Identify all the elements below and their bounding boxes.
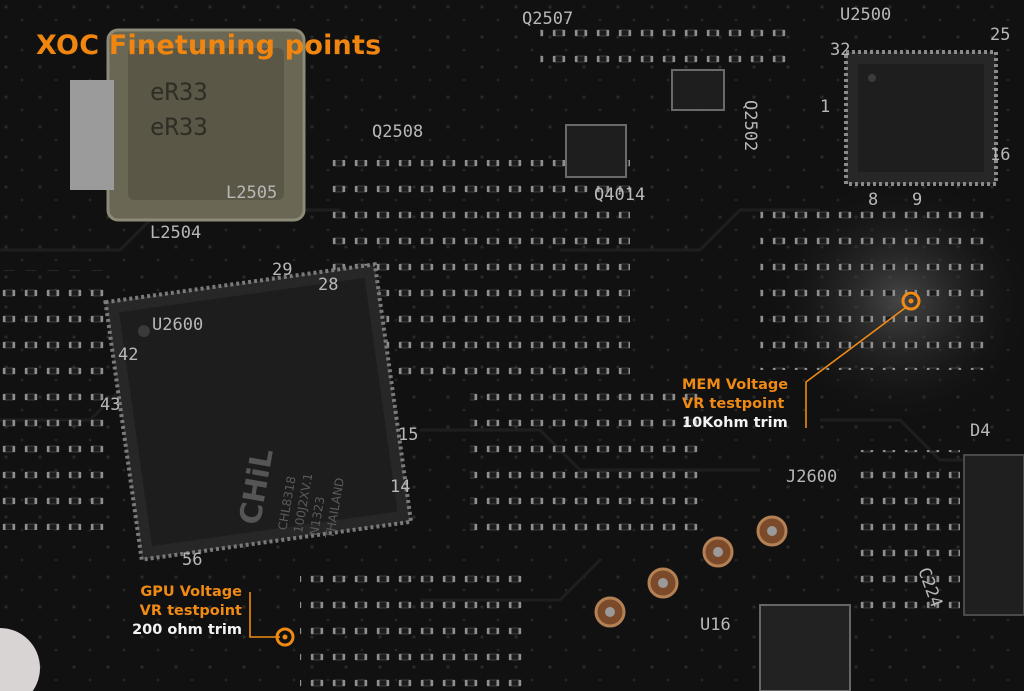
silkscreen-label: 1 — [820, 97, 830, 117]
gpu-testpoint-marker — [275, 627, 295, 647]
ic-bottom — [759, 604, 851, 691]
silkscreen-label: 29 — [272, 260, 292, 280]
silkscreen-label: eR33 — [150, 78, 208, 106]
mem-testpoint-marker — [901, 291, 921, 311]
silkscreen-label: eR33 — [150, 113, 208, 141]
silkscreen-label: 9 — [912, 190, 922, 210]
callout-leaders — [249, 307, 906, 638]
silkscreen-label: 42 — [118, 345, 138, 365]
mem-callout-line3: 10Kohm trim — [682, 415, 788, 431]
mem-voltage-callout: MEM Voltage VR testpoint 10Kohm trim — [682, 376, 788, 433]
silkscreen-label: 56 — [182, 550, 202, 570]
silkscreen-label: L2505 — [226, 183, 277, 203]
silkscreen-label: L2504 — [150, 223, 201, 243]
silkscreen-label: Q2508 — [372, 122, 423, 142]
silkscreen-label: 16 — [990, 145, 1010, 165]
silkscreen-label: 25 — [990, 25, 1010, 45]
silkscreen-label: Q2507 — [522, 9, 573, 29]
gpu-callout-line3: 200 ohm trim — [132, 622, 242, 638]
inductor-l2505: eR33 eR33 — [70, 28, 306, 222]
silkscreen-label: U16 — [700, 615, 731, 635]
mem-callout-line1: MEM Voltage — [682, 377, 789, 393]
silkscreen-label: 14 — [390, 477, 410, 497]
silkscreen-label: 43 — [100, 395, 120, 415]
silkscreen-label: D4 — [970, 421, 990, 441]
silkscreen-label: 8 — [868, 190, 878, 210]
silkscreen-label: Q2502 — [740, 100, 760, 151]
silkscreen-label: N1323 — [307, 495, 328, 536]
silkscreen-label: U2500 — [840, 5, 891, 25]
silkscreen-label: Q4014 — [594, 185, 645, 205]
silkscreen-label: 15 — [398, 425, 418, 445]
gpu-voltage-callout: GPU Voltage VR testpoint 200 ohm trim — [118, 583, 242, 640]
mem-vr-chip-u2500 — [844, 50, 998, 186]
silkscreen-label: J2600 — [786, 467, 837, 487]
mem-callout-line2: VR testpoint — [682, 396, 785, 412]
silkscreen-label: U2600 — [152, 315, 203, 335]
page-title: XOC Finetuning points — [36, 30, 382, 61]
silkscreen-label: 32 — [830, 40, 850, 60]
controller-chip-u2600 — [103, 262, 414, 562]
capacitor-edge — [0, 628, 40, 691]
gpu-callout-line2: VR testpoint — [139, 603, 242, 619]
silkscreen-label: 28 — [318, 275, 338, 295]
gpu-callout-line1: GPU Voltage — [140, 584, 242, 600]
